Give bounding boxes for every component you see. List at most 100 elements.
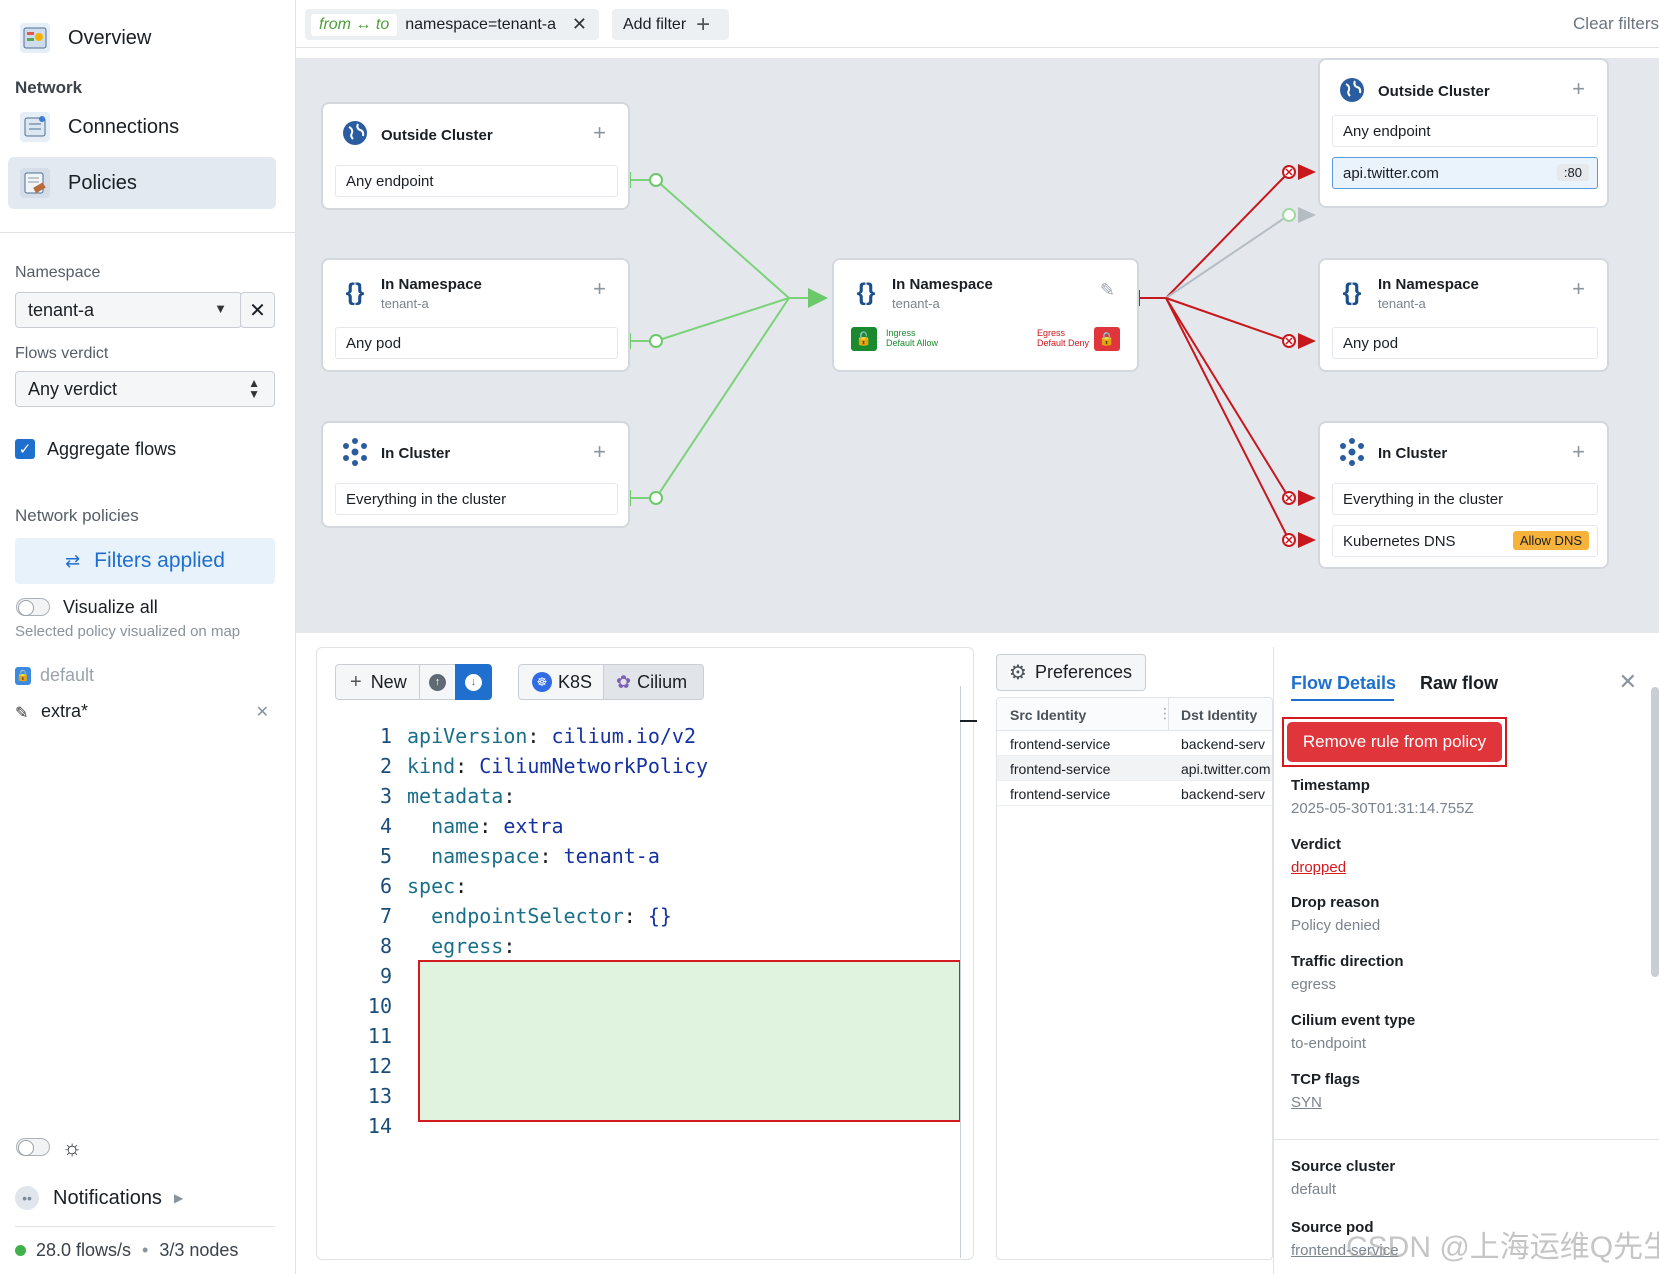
- table-header: Src Identity ⋮ Dst Identity: [997, 698, 1272, 731]
- plus-icon[interactable]: +: [593, 276, 606, 301]
- direction-selector[interactable]: from ↔ to: [311, 13, 398, 36]
- node-outside-cluster-left[interactable]: Outside Cluster + Any endpoint: [321, 102, 630, 210]
- table-row[interactable]: frontend-service backend-serv: [997, 731, 1272, 756]
- nav-policies[interactable]: Policies: [8, 157, 276, 209]
- preferences-button[interactable]: ⚙ Preferences: [996, 654, 1146, 691]
- source-cluster-label: Source cluster: [1291, 1158, 1396, 1175]
- tab-flow-details[interactable]: Flow Details: [1291, 673, 1397, 693]
- k8s-tab[interactable]: ☸ K8S: [518, 664, 604, 700]
- theme-toggle[interactable]: [16, 1138, 50, 1156]
- code-line[interactable]: 4 name: extra: [317, 811, 564, 841]
- globe-icon: [340, 118, 370, 148]
- visualize-all-toggle[interactable]: [16, 598, 50, 616]
- plus-icon[interactable]: +: [593, 120, 606, 145]
- policy-extra-item[interactable]: ✎ extra* ✕: [15, 701, 275, 722]
- col-src-header[interactable]: Src Identity: [1010, 707, 1087, 723]
- code-line[interactable]: 8 egress:: [317, 931, 515, 961]
- close-icon: ✕: [249, 299, 266, 322]
- service-map[interactable]: Outside Cluster + Any endpoint {} In Nam…: [296, 58, 1659, 633]
- code-line[interactable]: 6 spec:: [317, 871, 467, 901]
- aggregate-checkbox[interactable]: ✓: [15, 439, 35, 459]
- node-title: In Cluster: [1378, 445, 1448, 462]
- verdict-value[interactable]: dropped: [1291, 859, 1347, 876]
- watermark: CSDN @上海运维Q先生: [1346, 1231, 1659, 1264]
- col-dst-header[interactable]: Dst Identity: [1181, 707, 1258, 723]
- code-text: spec:: [407, 874, 468, 898]
- node-in-namespace-left[interactable]: {} In Namespace tenant-a + Any pod: [321, 258, 630, 372]
- caret-down-icon: ▼: [214, 301, 227, 316]
- cluster-icon: [340, 437, 370, 467]
- node-row[interactable]: Any pod: [335, 327, 618, 359]
- line-number: 7: [379, 904, 392, 928]
- policy-default-label: default: [40, 665, 95, 685]
- timestamp-label: Timestamp: [1291, 777, 1370, 794]
- download-button[interactable]: ↓: [455, 664, 492, 700]
- policy-default-item[interactable]: 🔒 default: [15, 665, 94, 686]
- node-in-namespace-right[interactable]: {} In Namespace tenant-a + Any pod: [1318, 258, 1609, 372]
- node-row[interactable]: Any endpoint: [335, 165, 618, 197]
- ingress-arrow-icon: [808, 288, 828, 308]
- line-number: 4: [379, 814, 392, 838]
- node-outside-cluster-right[interactable]: Outside Cluster + Any endpoint api.twitt…: [1318, 58, 1609, 208]
- remove-rule-button[interactable]: Remove rule from policy: [1287, 722, 1502, 762]
- upload-button[interactable]: ↑: [419, 664, 456, 700]
- node-row[interactable]: Everything in the cluster: [1332, 483, 1598, 515]
- node-in-cluster-left[interactable]: In Cluster + Everything in the cluster: [321, 421, 630, 528]
- filter-chip[interactable]: from ↔ to namespace=tenant-a ✕: [305, 9, 599, 40]
- divider: [15, 1226, 275, 1227]
- plus-icon[interactable]: +: [1572, 276, 1585, 301]
- plus-icon[interactable]: +: [1572, 439, 1585, 464]
- node-row-selected[interactable]: api.twitter.com :80: [1332, 157, 1598, 189]
- scrollbar-thumb[interactable]: [1651, 687, 1659, 977]
- upload-icon: ↑: [429, 673, 446, 691]
- node-row[interactable]: Any endpoint: [1332, 115, 1598, 147]
- code-line[interactable]: 7 endpointSelector: {}: [317, 901, 672, 931]
- edit-icon[interactable]: ✎: [1099, 280, 1115, 300]
- map-edges: [629, 164, 1316, 548]
- tcp-flags-value[interactable]: SYN: [1291, 1094, 1322, 1111]
- namespace-select[interactable]: tenant-a ▼: [15, 292, 242, 328]
- remove-policy-icon[interactable]: ✕: [255, 703, 269, 721]
- table-row[interactable]: frontend-service backend-serv: [997, 781, 1272, 806]
- remove-filter-icon[interactable]: ✕: [571, 14, 587, 34]
- node-row[interactable]: Everything in the cluster: [335, 483, 618, 515]
- notifications-button[interactable]: •• Notifications ▶: [15, 1186, 183, 1210]
- code-line[interactable]: 5 namespace: tenant-a: [317, 841, 660, 871]
- cilium-tab[interactable]: ✿ Cilium: [603, 664, 704, 700]
- code-text: namespace: tenant-a: [431, 844, 660, 868]
- node-in-cluster-right[interactable]: In Cluster + Everything in the cluster K…: [1318, 421, 1609, 569]
- code-line[interactable]: 14: [317, 1111, 407, 1141]
- policy-extra-label: extra*: [41, 701, 89, 721]
- clear-filters-button[interactable]: Clear filters: [1573, 14, 1659, 33]
- plus-icon[interactable]: +: [593, 439, 606, 464]
- new-policy-button[interactable]: + New: [335, 664, 420, 700]
- node-in-namespace-center[interactable]: {} In Namespace tenant-a ✎ 🔓 Ingress Def…: [832, 258, 1139, 372]
- new-label: New: [370, 671, 407, 692]
- close-icon[interactable]: ✕: [1618, 669, 1637, 694]
- filters-applied-button[interactable]: ⇄ Filters applied: [15, 538, 275, 584]
- tab-raw-flow[interactable]: Raw flow: [1420, 673, 1499, 693]
- plus-icon[interactable]: +: [1572, 76, 1585, 101]
- notifications-label: Notifications: [53, 1186, 162, 1209]
- node-row[interactable]: Any pod: [1332, 327, 1598, 359]
- scrollbar-track[interactable]: [960, 686, 961, 1258]
- network-heading: Network: [15, 78, 83, 97]
- clear-namespace-button[interactable]: ✕: [240, 292, 275, 328]
- add-filter-button[interactable]: Add filter +: [612, 9, 729, 40]
- nav-overview[interactable]: Overview: [8, 12, 276, 64]
- node-row[interactable]: Kubernetes DNS Allow DNS: [1332, 525, 1598, 557]
- filters-applied-label: Filters applied: [94, 549, 225, 572]
- line-number: 6: [379, 874, 392, 898]
- source-pod-value[interactable]: frontend-service: [1291, 1242, 1399, 1259]
- flows-rate: 28.0 flows/s: [36, 1240, 132, 1260]
- verdict-select[interactable]: Any verdict ▲▼: [15, 371, 275, 407]
- column-menu-icon[interactable]: ⋮: [1158, 705, 1172, 721]
- nav-connections[interactable]: Connections: [8, 101, 276, 153]
- overview-icon: [20, 23, 50, 53]
- row-src: frontend-service: [1010, 736, 1111, 752]
- nodes-count: 3/3 nodes: [159, 1240, 239, 1260]
- table-row-selected[interactable]: frontend-service api.twitter.com: [997, 756, 1272, 781]
